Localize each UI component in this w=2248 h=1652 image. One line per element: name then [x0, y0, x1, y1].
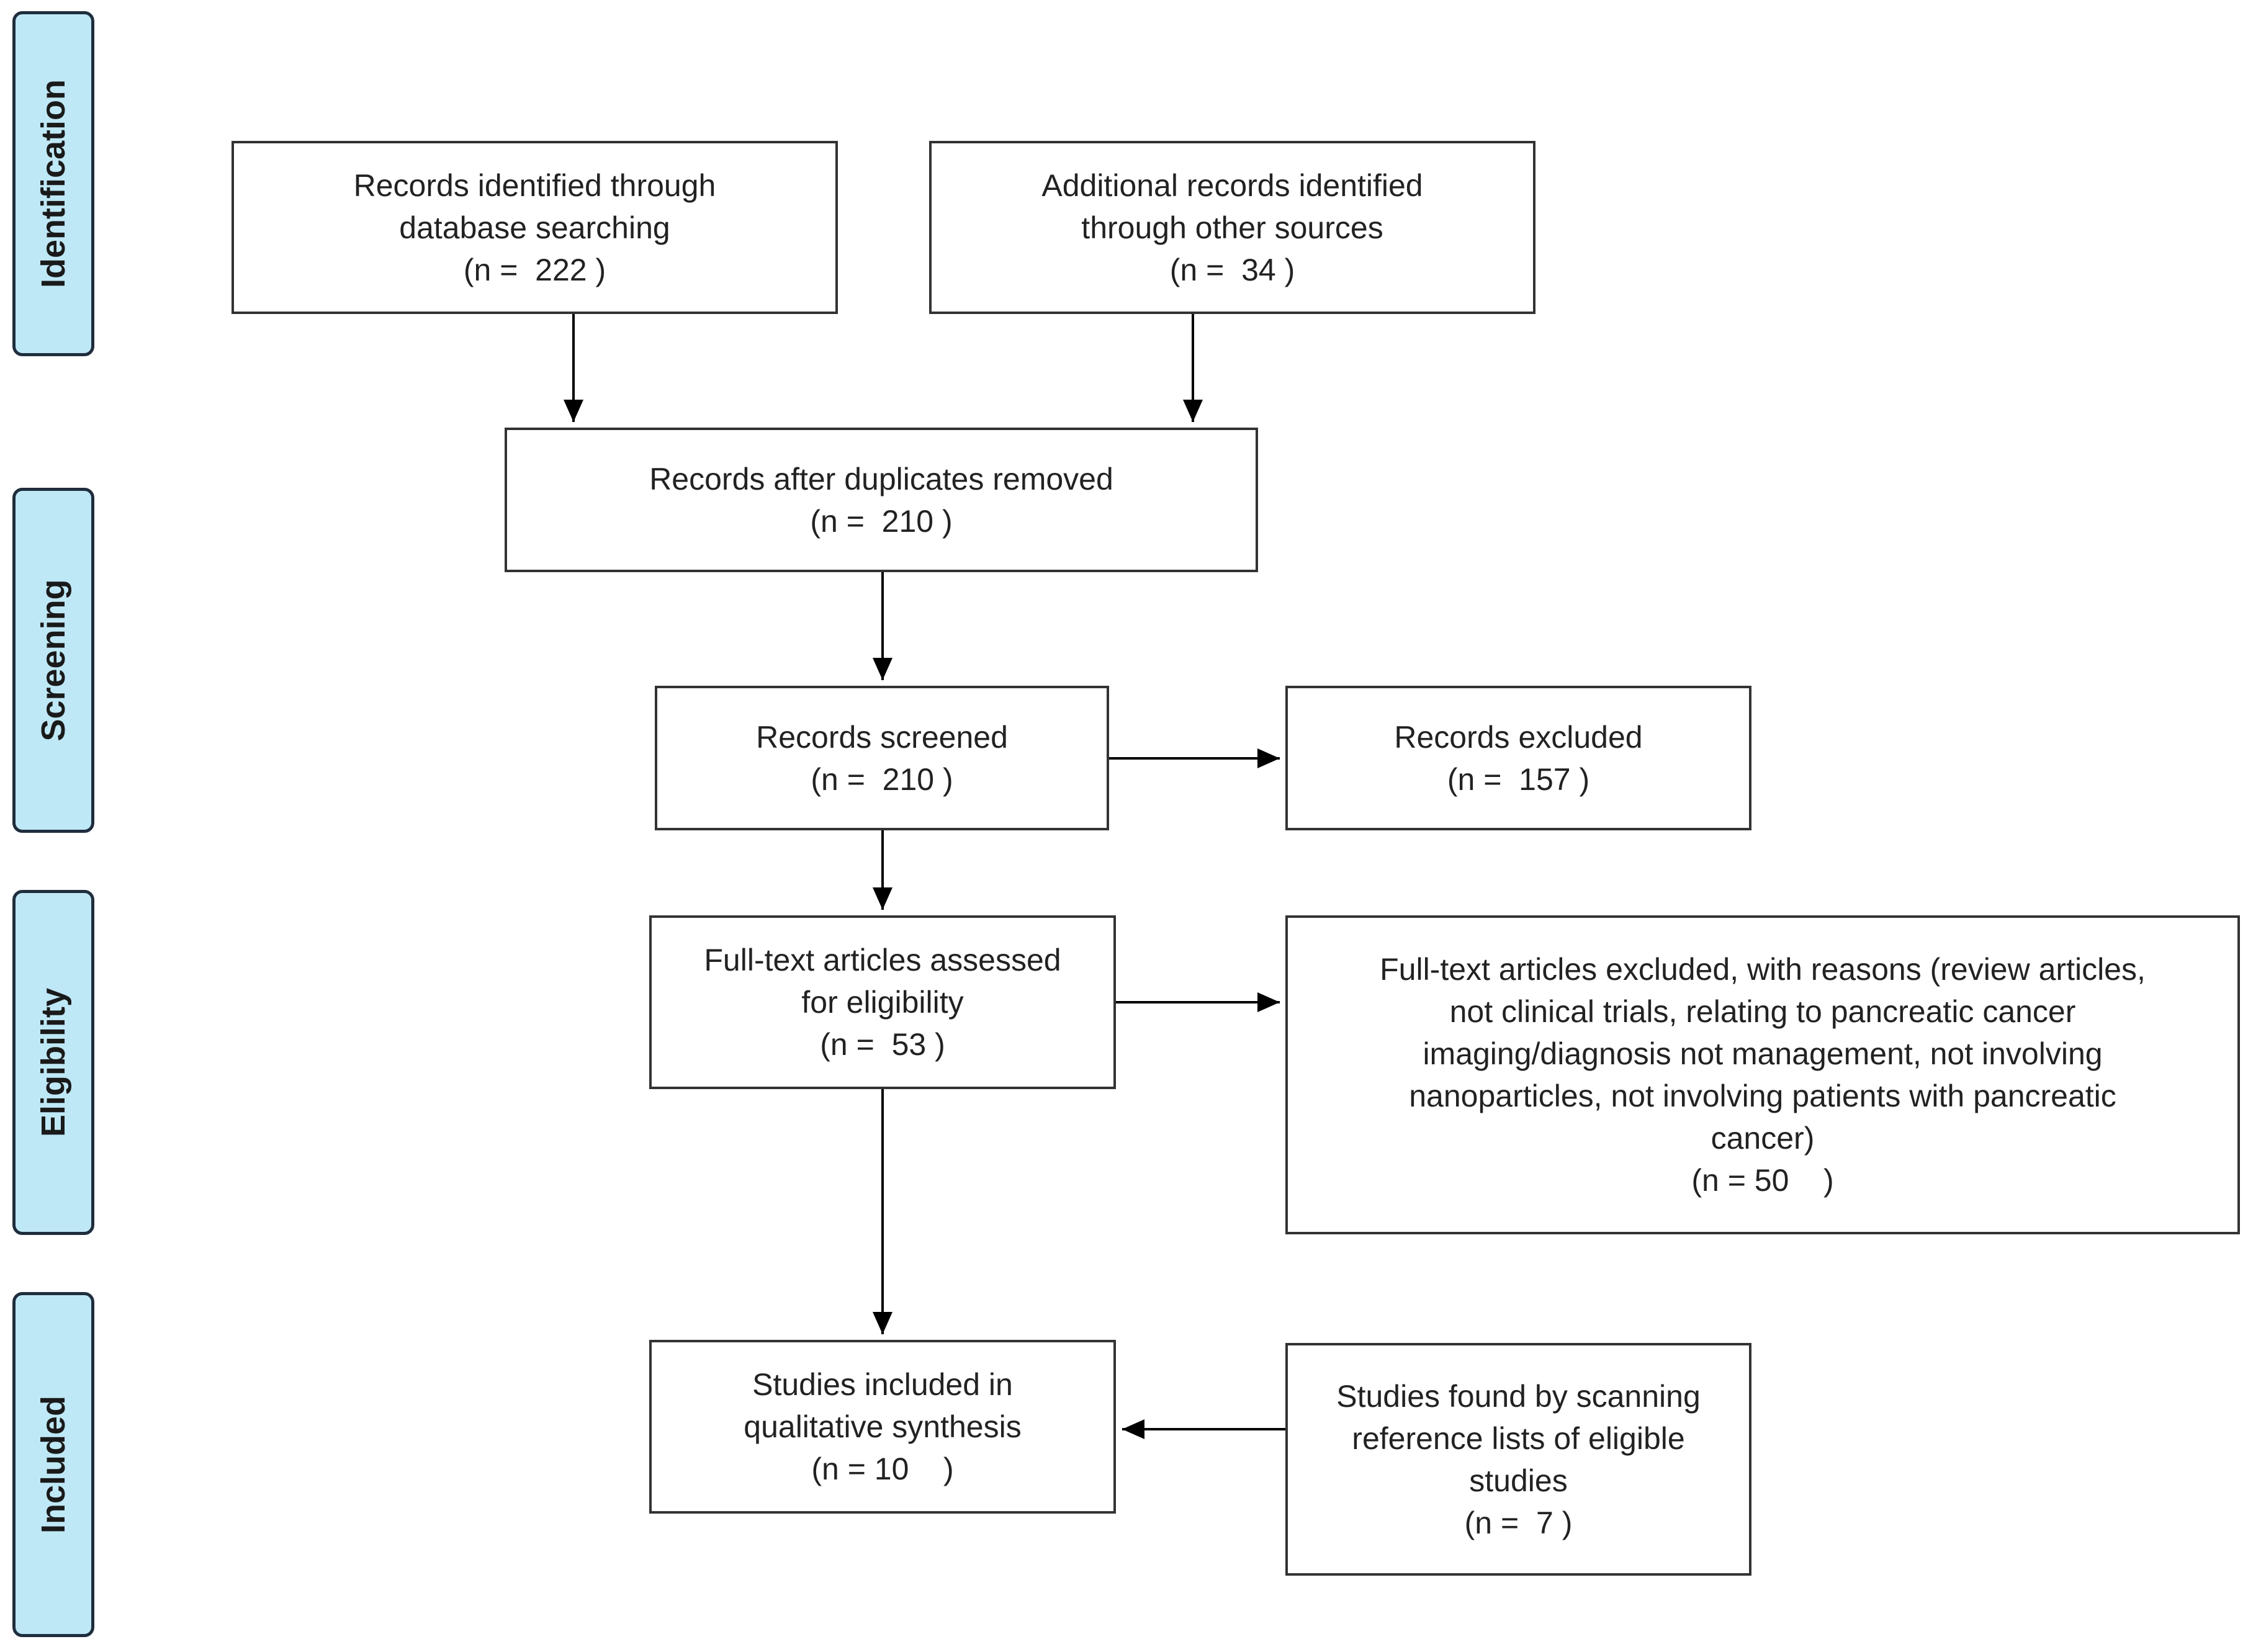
box-reference-lists-line2: reference lists of eligible [1352, 1421, 1685, 1456]
box-records-screened: Records screened (n = 210 ) [655, 686, 1109, 830]
stage-screening: Screening [12, 488, 94, 833]
box-database-search-line1: Records identified through [353, 168, 716, 203]
box-studies-included-count: (n = 10 ) [811, 1452, 954, 1486]
box-database-search-line2: database searching [399, 210, 670, 245]
box-other-sources-count: (n = 34 ) [1169, 252, 1295, 287]
box-records-excluded: Records excluded (n = 157 ) [1285, 686, 1751, 830]
box-fulltext-excluded: Full-text articles excluded, with reason… [1285, 915, 2240, 1234]
box-fulltext-excluded-count: (n = 50 ) [1691, 1163, 1834, 1198]
box-records-screened-count: (n = 210 ) [811, 761, 953, 797]
box-studies-included-line1: Studies included in [752, 1367, 1013, 1402]
stage-included: Included [12, 1292, 94, 1637]
box-fulltext-assessed: Full-text articles assessed for eligibil… [649, 915, 1116, 1089]
box-studies-included-line2: qualitative synthesis [744, 1409, 1022, 1444]
box-studies-included: Studies included in qualitative synthesi… [649, 1340, 1116, 1514]
box-fulltext-assessed-line2: for eligibility [801, 985, 964, 1020]
box-fulltext-excluded-line3: imaging/diagnosis not management, not in… [1423, 1036, 2103, 1071]
box-fulltext-assessed-count: (n = 53 ) [820, 1027, 945, 1062]
box-database-search-count: (n = 222 ) [463, 252, 606, 287]
box-duplicates-removed-line1: Records after duplicates removed [649, 461, 1113, 496]
box-duplicates-removed-count: (n = 210 ) [810, 503, 953, 539]
box-other-sources-line1: Additional records identified [1041, 168, 1423, 203]
box-other-sources-line2: through other sources [1081, 210, 1383, 245]
box-fulltext-excluded-line2: not clinical trials, relating to pancrea… [1449, 994, 2076, 1029]
stage-eligibility: Eligibility [12, 890, 94, 1235]
box-fulltext-excluded-line5: cancer) [1711, 1121, 1815, 1156]
box-reference-lists: Studies found by scanning reference list… [1285, 1343, 1751, 1576]
box-fulltext-excluded-line1: Full-text articles excluded, with reason… [1380, 952, 2146, 987]
stage-identification: Identification [12, 11, 94, 356]
box-duplicates-removed: Records after duplicates removed (n = 21… [505, 428, 1258, 572]
box-fulltext-excluded-line4: nanoparticles, not involving patients wi… [1409, 1079, 2116, 1113]
box-fulltext-assessed-line1: Full-text articles assessed [704, 943, 1061, 977]
box-other-sources: Additional records identified through ot… [929, 141, 1535, 314]
box-reference-lists-count: (n = 7 ) [1464, 1505, 1573, 1540]
box-records-screened-line1: Records screened [756, 719, 1008, 755]
box-reference-lists-line3: studies [1469, 1463, 1568, 1498]
box-records-excluded-count: (n = 157 ) [1447, 761, 1590, 797]
box-reference-lists-line1: Studies found by scanning [1336, 1378, 1701, 1414]
box-database-search: Records identified through database sear… [232, 141, 838, 314]
box-records-excluded-line1: Records excluded [1394, 719, 1643, 755]
